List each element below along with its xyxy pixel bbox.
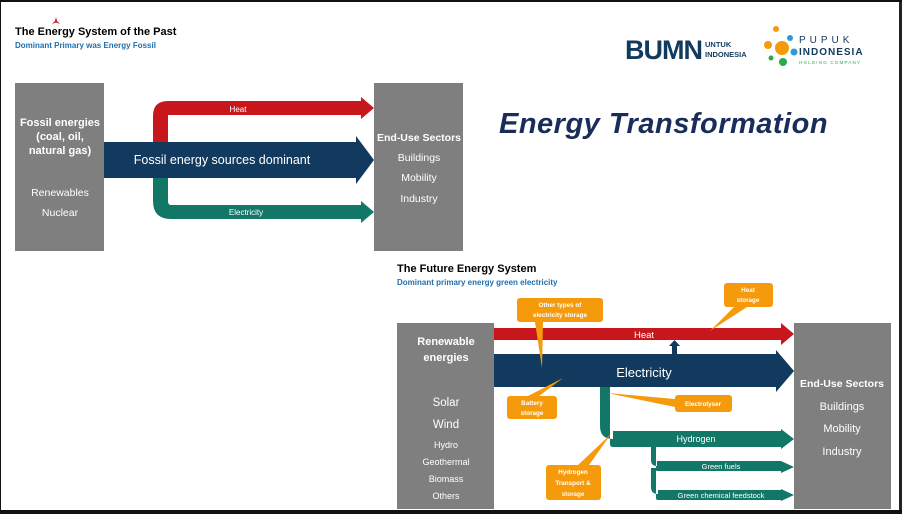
callout-hydrogen-transport-line1: Hydrogen [558, 469, 588, 476]
future-source-geothermal: Geothermal [422, 457, 469, 467]
future-source-hydro: Hydro [434, 440, 458, 450]
future-green-chemical-label: Green chemical feedstock [678, 491, 765, 500]
callout-heat-storage-line2: storage [737, 297, 760, 304]
past-source-renewables: Renewables [31, 187, 89, 199]
ornament-icon [52, 17, 60, 24]
past-electricity-arrow: Electricity [153, 174, 374, 223]
future-electricity-label: Electricity [616, 365, 672, 380]
future-sink-box: End-Use Sectors Buildings Mobility Indus… [794, 323, 891, 509]
electricity-to-heat-arrow [669, 340, 680, 354]
callout-heat-storage-line1: Heat [741, 287, 756, 294]
future-heat-arrow: Heat [494, 323, 794, 345]
past-source-line2: (coal, oil, [36, 131, 84, 143]
future-sink-industry: Industry [822, 446, 862, 458]
future-title: The Future Energy System [397, 263, 537, 275]
past-subtitle: Dominant Primary was Energy Fossil [15, 41, 156, 50]
future-source-biomass: Biomass [429, 474, 464, 484]
past-source-box: Fossil energies (coal, oil, natural gas)… [15, 83, 104, 251]
callout-heat-storage: Heat storage [710, 283, 773, 331]
callout-battery-line2: storage [521, 410, 544, 417]
pupuk-logo-line2: INDONESIA [799, 47, 864, 58]
past-heat-label: Heat [230, 105, 248, 114]
callout-other-storage-line1: Other types of [539, 302, 583, 309]
future-source-others: Others [432, 491, 460, 501]
callout-electrolyser: Electrolyser [607, 393, 732, 412]
callout-other-storage-line2: electricity storage [533, 312, 587, 319]
bumn-logo-mark: BUMN [625, 35, 702, 64]
logo-dot-icon [790, 48, 798, 56]
past-source-line1: Fossil energies [20, 117, 100, 129]
past-main-arrow: Fossil energy sources dominant [104, 136, 374, 184]
bumn-logo: BUMN UNTUK INDONESIA [625, 35, 747, 64]
past-source-line3: natural gas) [29, 145, 92, 157]
future-source-title1: Renewable [417, 336, 474, 348]
future-source-solar: Solar [433, 397, 460, 409]
logo-dot-icon [764, 41, 772, 49]
callout-battery: Battery storage [507, 378, 563, 419]
logo-dot-icon [779, 58, 787, 66]
future-green-chemical-branch: Green chemical feedstock [651, 468, 794, 501]
callout-other-storage: Other types of electricity storage [517, 298, 603, 368]
bumn-logo-text-2: INDONESIA [705, 50, 747, 59]
future-sink-mobility: Mobility [823, 423, 861, 435]
bumn-logo-text-1: UNTUK [705, 40, 732, 49]
callout-battery-line1: Battery [521, 400, 543, 407]
future-source-wind: Wind [433, 419, 459, 431]
future-heat-label: Heat [634, 330, 654, 341]
past-sink-industry: Industry [400, 193, 438, 205]
past-sink-box: End-Use Sectors Buildings Mobility Indus… [374, 83, 463, 251]
past-main-label: Fossil energy sources dominant [134, 153, 311, 167]
logo-dot-icon [773, 26, 779, 32]
future-subtitle: Dominant primary energy green electricit… [397, 278, 558, 287]
pupuk-logo-line3: HOLDING COMPANY [799, 60, 861, 65]
pupuk-logo-line1: PUPUK [799, 35, 853, 46]
logo-dot-icon [787, 35, 793, 41]
callout-electrolyser-line1: Electrolyser [685, 401, 722, 408]
past-heat-arrow: Heat [153, 97, 374, 142]
future-sink-title: End-Use Sectors [800, 378, 884, 390]
past-sink-buildings: Buildings [398, 152, 441, 164]
future-source-title2: energies [423, 352, 468, 364]
future-green-fuels-label: Green fuels [702, 462, 741, 471]
callout-hydrogen-transport-line2: Transport & [555, 480, 591, 487]
past-source-nuclear: Nuclear [42, 207, 79, 219]
main-title: Energy Transformation [499, 108, 829, 140]
past-sink-title: End-Use Sectors [377, 132, 461, 144]
future-green-fuels-branch: Green fuels [651, 447, 794, 473]
future-electricity-arrow: Electricity [494, 350, 794, 392]
future-source-box: Renewable energies Solar Wind Hydro Geot… [397, 323, 494, 509]
past-title: The Energy System of the Past [15, 26, 177, 38]
past-sink-mobility: Mobility [401, 172, 437, 184]
window-edge [899, 2, 902, 510]
future-hydrogen-branch: Hydrogen [600, 385, 794, 449]
callout-hydrogen-transport-line3: storage [562, 491, 585, 498]
past-electricity-label: Electricity [229, 208, 263, 217]
pupuk-indonesia-logo: PUPUK INDONESIA HOLDING COMPANY [764, 26, 864, 66]
logo-dot-icon [775, 41, 789, 55]
future-sink-buildings: Buildings [820, 401, 865, 413]
future-hydrogen-label: Hydrogen [676, 434, 715, 444]
logo-dot-icon [768, 55, 774, 61]
callout-hydrogen-transport: Hydrogen Transport & storage [546, 434, 611, 500]
